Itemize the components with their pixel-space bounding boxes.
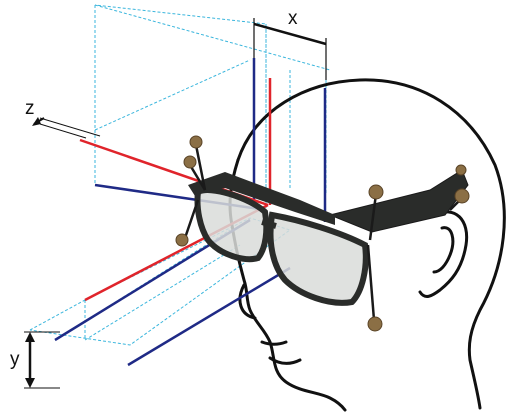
x-label: x [288,8,298,29]
marker-stalk-bottom-right [366,244,376,321]
x-dimension: x [253,8,327,80]
ear [418,210,469,298]
guide-floor-side [84,244,241,341]
glasses-temple-arm [328,169,469,233]
guide-upper-1 [94,59,251,131]
marker-top-right [368,184,384,200]
mouth [260,340,288,346]
guide-back-plane-top [94,4,331,71]
head-silhouette [236,78,506,410]
z-guide-2 [39,123,87,139]
glasses-top-bar [188,172,335,225]
marker-bottom-right [367,316,383,332]
z-dimension: z [25,98,101,139]
guide-floor-diag [54,229,231,341]
blue-floor-axis [127,266,291,367]
marker-bottom-left [175,233,189,247]
z-arrow [32,117,41,126]
marker-top-left [189,135,203,149]
y-dimension: y [10,331,60,389]
marker-far-right [454,188,470,204]
y-label: y [10,349,20,370]
marker-left [183,155,197,169]
tracking-glasses [175,135,470,332]
marker-stalk-top-left [194,144,207,191]
glasses-left-lens [194,187,270,262]
marker-stalk-left [188,164,207,191]
z-guide-1 [39,117,101,137]
y-arrow-down [25,378,35,388]
glasses-bridge [261,219,277,229]
reflective-markers [175,135,470,332]
marker-stalk-bottom-left [183,199,200,239]
chin-line [268,356,302,365]
x-dimension-line [253,22,327,46]
marker-stalks [183,144,463,321]
marker-top-far [455,164,467,176]
z-label: z [25,98,35,119]
nose [238,283,257,320]
marker-stalk-top-right [368,193,378,241]
ear-inner [432,226,455,274]
glasses-right-lens [267,211,369,306]
y-arrow-up [25,332,35,342]
blue-axes [54,58,327,367]
